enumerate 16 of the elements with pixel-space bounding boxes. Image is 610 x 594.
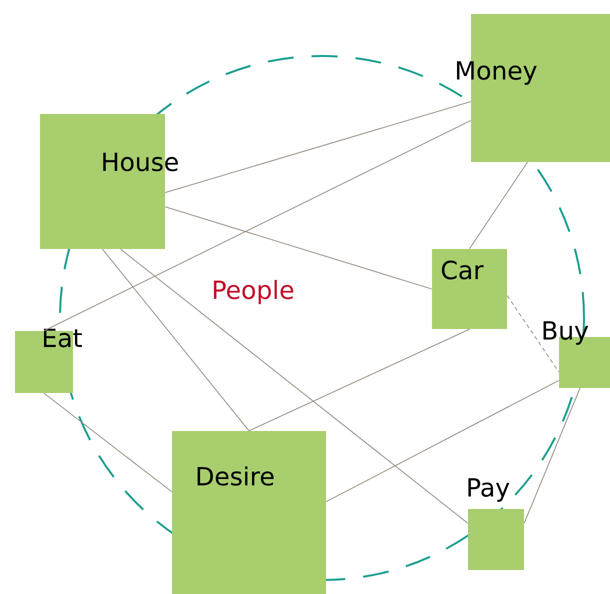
connector-line: [248, 328, 470, 432]
connector-line: [164, 101, 472, 193]
labeled-box: Car: [432, 249, 507, 329]
connector-line: [44, 120, 472, 332]
connector-line: [164, 206, 432, 290]
connector-line: [326, 380, 560, 502]
connector-line: [524, 388, 580, 524]
labeled-box: Pay: [468, 478, 524, 570]
center-label: People: [214, 280, 294, 304]
connector-line: [44, 392, 172, 492]
connector-line: [120, 248, 468, 524]
labeled-box: Desire: [172, 431, 326, 594]
connector-line: [102, 248, 250, 432]
connector-line: [506, 295, 560, 372]
connector-line: [469, 162, 528, 250]
node-label: Pay: [468, 478, 510, 502]
